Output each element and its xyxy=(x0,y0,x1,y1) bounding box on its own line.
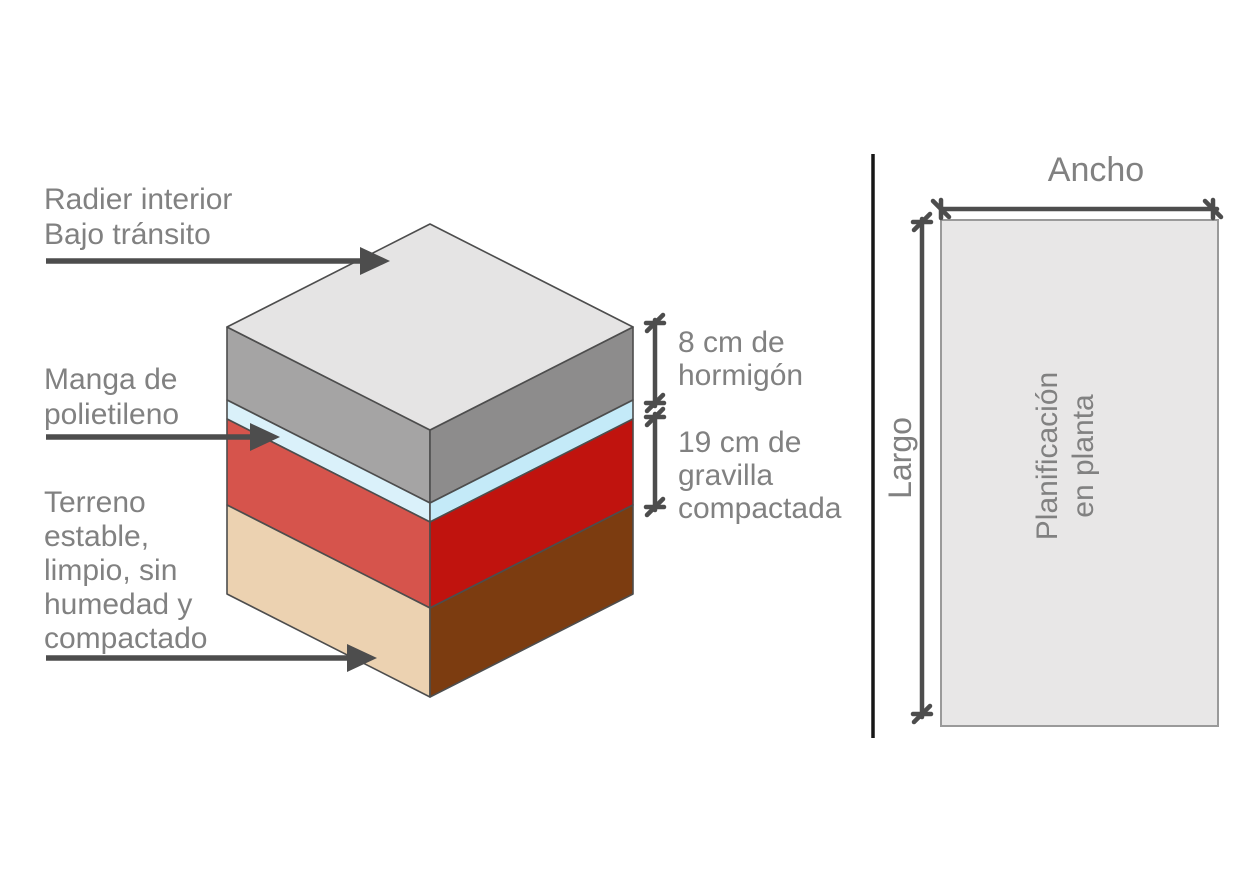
terreno-arrow xyxy=(46,644,377,672)
radier-label: Radier interior Bajo tránsito xyxy=(44,183,233,251)
gravilla-dimension-line xyxy=(643,406,667,518)
gravilla-dimension-label: 19 cm de gravilla compactada xyxy=(678,426,842,525)
radier-top-face xyxy=(226,223,634,431)
radier-arrow xyxy=(46,247,390,275)
hormigon-dimension-line xyxy=(643,312,667,414)
largo-dimension-line xyxy=(910,211,934,725)
layer-cube xyxy=(226,223,634,698)
plan-caption: Planificación en planta xyxy=(1031,371,1100,541)
plan-dimensions xyxy=(910,197,1224,725)
terreno-layer-right-face xyxy=(429,504,634,698)
largo-label: Largo xyxy=(882,417,918,499)
leader-arrows xyxy=(46,247,390,672)
thickness-dimensions xyxy=(643,312,667,518)
plan-rectangle xyxy=(940,219,1219,727)
hormigon-dimension-label: 8 cm de hormigón xyxy=(678,326,804,392)
manga-arrow xyxy=(46,423,280,451)
manga-label: Manga de polietileno xyxy=(44,363,180,431)
ancho-label: Ancho xyxy=(1047,151,1145,189)
ancho-dimension-line xyxy=(930,197,1224,221)
terreno-label: Terreno estable, limpio, sin humedad y c… xyxy=(44,486,208,655)
